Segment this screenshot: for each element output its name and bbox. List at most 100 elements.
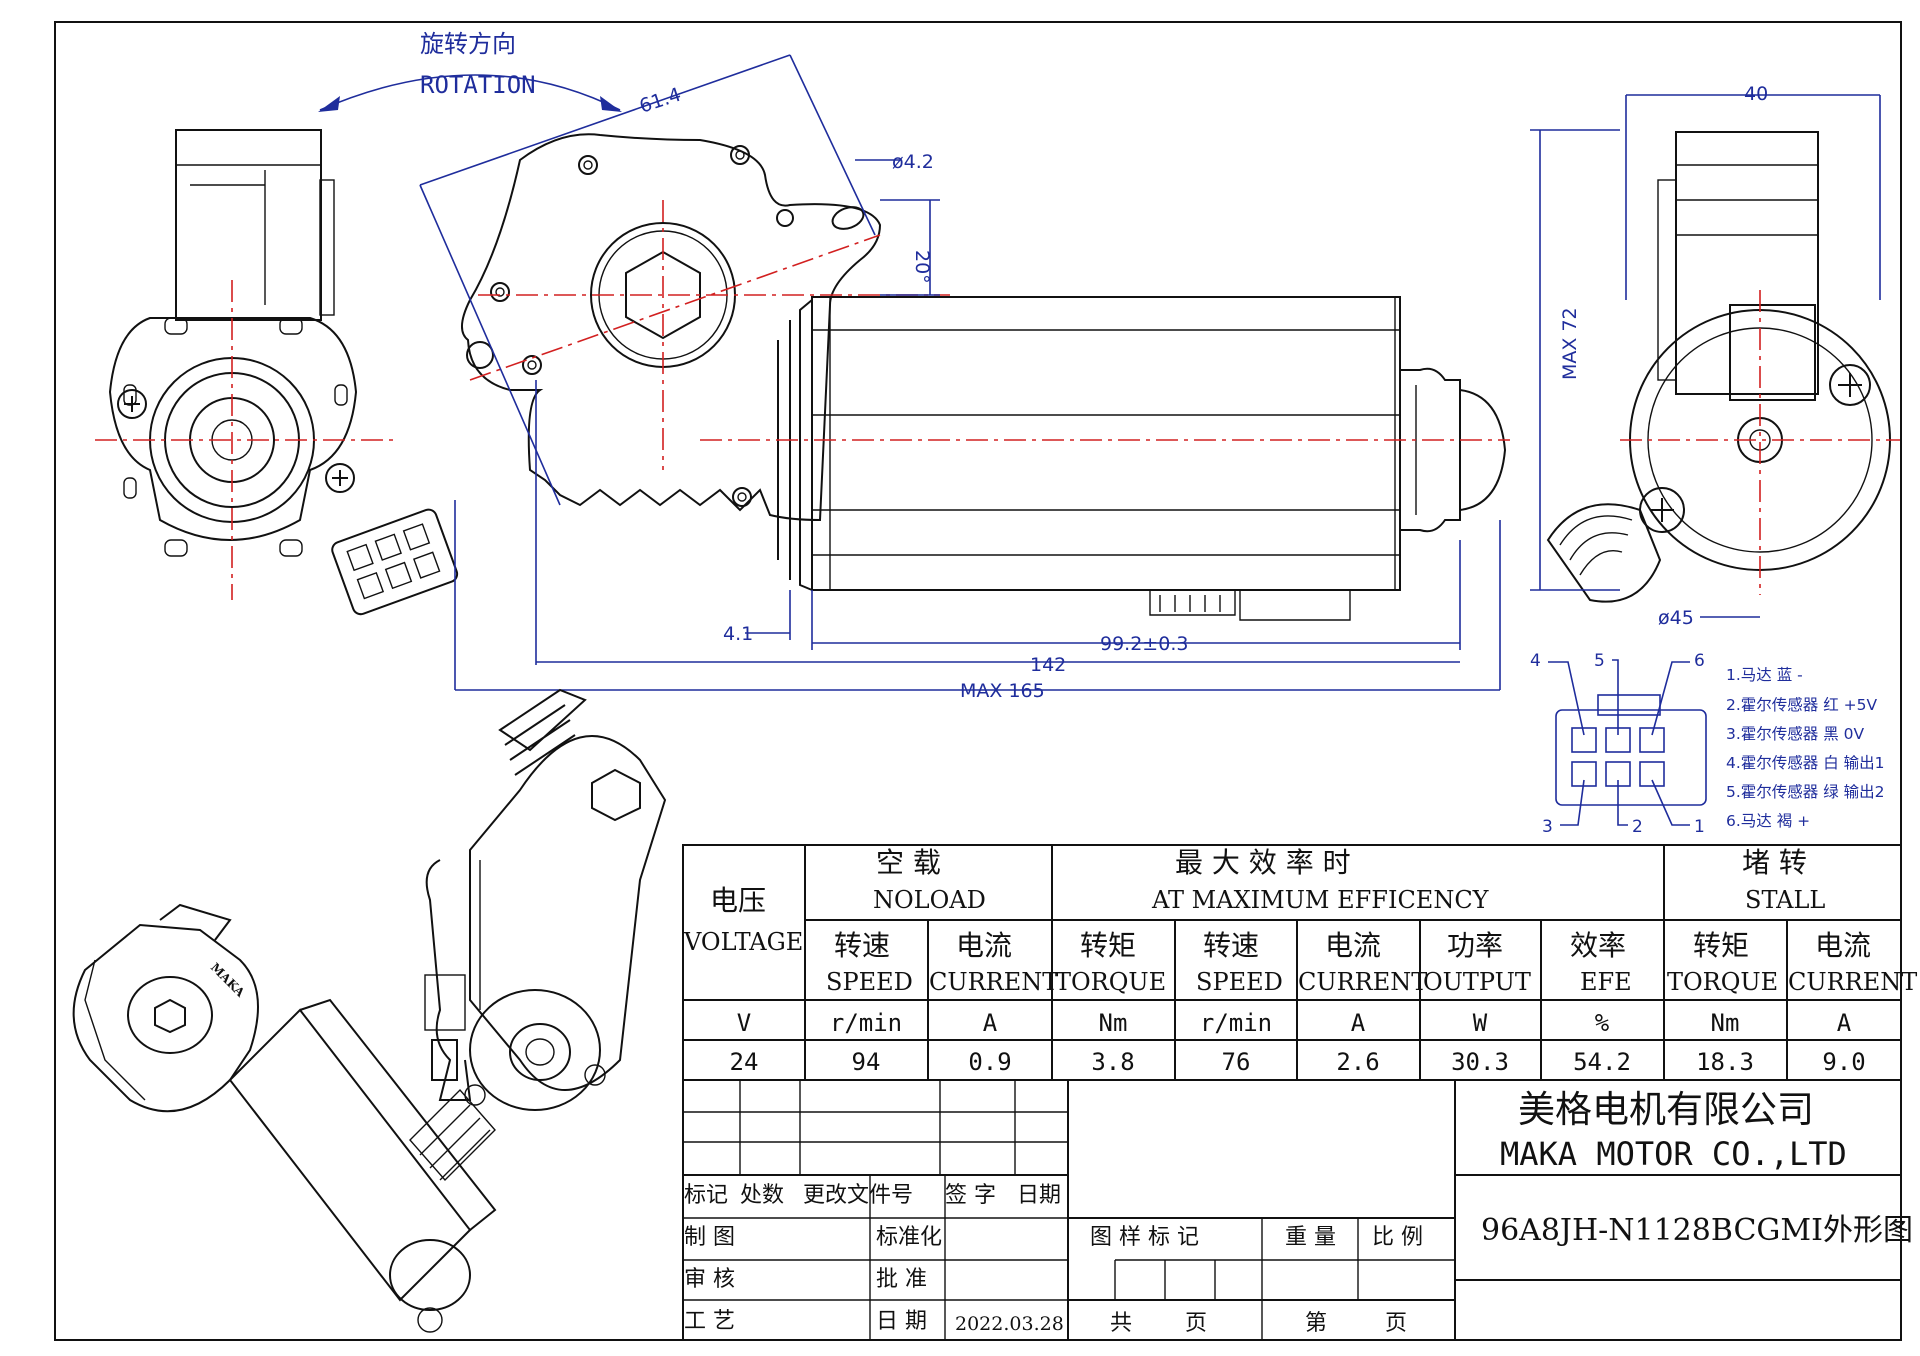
col-6-en: OUTPUT xyxy=(1423,968,1531,996)
col-1-en: SPEED xyxy=(826,968,913,996)
col-2-en: CURRENT xyxy=(929,968,1058,996)
col-5-cn: 电流 xyxy=(1325,929,1381,962)
company-name-cn: 美格电机有限公司 xyxy=(1518,1088,1814,1131)
legend-line-3: 3.霍尔传感器 黑 0V xyxy=(1726,725,1865,743)
col-1-cn: 转速 xyxy=(834,929,890,962)
label-standard: 标准化 xyxy=(876,1225,942,1250)
col-8-cn: 转矩 xyxy=(1693,929,1749,962)
dim-phi4-2: ø4.2 xyxy=(892,151,934,173)
screw-icon xyxy=(1829,364,1871,406)
unit-9: A xyxy=(1837,1009,1852,1037)
connector-pinout: 4 5 6 3 2 1 1.马达 蓝 - 2.霍尔传感器 红 +5V 3.霍尔传… xyxy=(1530,651,1885,837)
noload-cn: 空 载 xyxy=(876,846,941,879)
label-sheet-page: 页 xyxy=(1385,1311,1407,1336)
unit-5: A xyxy=(1351,1009,1366,1037)
left-end-view xyxy=(95,129,459,616)
dim-phi45: ø45 xyxy=(1658,607,1694,629)
dim-4-1: 4.1 xyxy=(723,623,753,645)
label-approve: 批 准 xyxy=(876,1267,927,1292)
label-sheet-no: 第 xyxy=(1305,1311,1327,1336)
col-7-cn: 效率 xyxy=(1570,929,1626,962)
rev-header-sign: 签 字 xyxy=(945,1183,996,1208)
col-8-en: TORQUE xyxy=(1667,968,1778,996)
pin-4: 4 xyxy=(1530,651,1541,671)
unit-3: Nm xyxy=(1099,1009,1128,1037)
pin-3: 3 xyxy=(1542,817,1553,837)
label-date: 日 期 xyxy=(876,1309,927,1334)
company-name-en: MAKA MOTOR CO.,LTD xyxy=(1500,1135,1847,1173)
label-scale: 比 例 xyxy=(1372,1225,1423,1250)
part-number: 96A8JH-N1128BCGMI外形图 xyxy=(1481,1213,1913,1248)
voltage-en: VOLTAGE xyxy=(683,928,803,956)
col-5-en: CURRENT xyxy=(1298,968,1427,996)
col-2-cn: 电流 xyxy=(956,929,1012,962)
rotation-label-en: ROTATION xyxy=(420,71,536,99)
pin-6: 6 xyxy=(1694,651,1705,671)
value-4: 76 xyxy=(1222,1048,1251,1076)
value-0: 24 xyxy=(730,1048,759,1076)
rev-header-date: 日期 xyxy=(1017,1183,1061,1208)
col-4-cn: 转速 xyxy=(1203,929,1259,962)
right-end-view: 40 MAX 72 ø45 xyxy=(1530,83,1900,629)
legend-line-2: 2.霍尔传感器 红 +5V xyxy=(1726,696,1877,714)
unit-4: r/min xyxy=(1200,1009,1272,1037)
col-3-en: TORQUE xyxy=(1055,968,1166,996)
value-5: 2.6 xyxy=(1336,1048,1379,1076)
dim-angle-20: 20° xyxy=(911,250,933,284)
spec-table: 电压 VOLTAGE 空 载 NOLOAD 最 大 效 率 时 AT MAXIM… xyxy=(682,844,1917,1081)
label-process: 工 艺 xyxy=(684,1309,735,1334)
label-draw: 制 图 xyxy=(684,1225,735,1250)
maxeff-cn: 最 大 效 率 时 xyxy=(1175,846,1351,879)
unit-1: r/min xyxy=(830,1009,902,1037)
dim-40: 40 xyxy=(1744,83,1768,105)
legend-line-5: 5.霍尔传感器 绿 输出2 xyxy=(1726,783,1885,801)
value-6: 30.3 xyxy=(1451,1048,1509,1076)
legend-line-1: 1.马达 蓝 - xyxy=(1726,666,1803,684)
rotation-indicator: 旋转方向 ROTATION xyxy=(318,30,622,112)
label-total: 共 xyxy=(1110,1311,1132,1336)
dim-99-2: 99.2±0.3 xyxy=(1100,633,1188,655)
pin-2: 2 xyxy=(1632,817,1643,837)
maxeff-en: AT MAXIMUM EFFICENCY xyxy=(1151,886,1490,914)
value-8: 18.3 xyxy=(1696,1048,1754,1076)
value-1: 94 xyxy=(852,1048,881,1076)
col-9-cn: 电流 xyxy=(1815,929,1871,962)
col-7-en: EFE xyxy=(1580,968,1632,996)
brand-mark: MAKA xyxy=(208,960,248,1000)
screw-icon xyxy=(325,463,355,493)
unit-2: A xyxy=(983,1009,998,1037)
unit-0: V xyxy=(737,1009,751,1037)
label-weight: 重 量 xyxy=(1285,1225,1336,1250)
col-6-cn: 功率 xyxy=(1447,929,1503,962)
label-page: 页 xyxy=(1185,1311,1207,1336)
pin-5: 5 xyxy=(1594,651,1605,671)
dim-61-4: 61.4 xyxy=(637,84,684,118)
unit-6: W xyxy=(1473,1009,1488,1037)
col-9-en: CURRENT xyxy=(1788,968,1917,996)
dim-142: 142 xyxy=(1030,654,1066,676)
voltage-cn: 电压 xyxy=(710,884,766,917)
dim-max165: MAX 165 xyxy=(960,680,1045,702)
title-block: 标记 处数 更改文件号 签 字 日期 制 图 审 核 工 艺 标准化 批 准 日… xyxy=(682,1079,1913,1341)
drawing-date: 2022.03.28 xyxy=(955,1313,1064,1335)
stall-en: STALL xyxy=(1745,886,1825,914)
label-sample-mark: 图 样 标 记 xyxy=(1090,1225,1199,1250)
col-4-en: SPEED xyxy=(1196,968,1283,996)
unit-8: Nm xyxy=(1711,1009,1740,1037)
col-3-cn: 转矩 xyxy=(1080,929,1136,962)
value-2: 0.9 xyxy=(968,1048,1011,1076)
legend-line-4: 4.霍尔传感器 白 输出1 xyxy=(1726,754,1885,772)
dim-max72: MAX 72 xyxy=(1559,307,1581,380)
pin-1: 1 xyxy=(1694,817,1705,837)
rotation-label-cn: 旋转方向 xyxy=(420,30,516,58)
noload-en: NOLOAD xyxy=(873,886,986,914)
legend-line-6: 6.马达 褐 + xyxy=(1726,812,1810,830)
isometric-render-back xyxy=(424,688,667,1111)
screw-icon xyxy=(117,389,147,419)
stall-cn: 堵 转 xyxy=(1742,846,1807,879)
rev-header-doc: 更改文件号 xyxy=(803,1183,913,1208)
unit-7: % xyxy=(1595,1009,1610,1037)
value-9: 9.0 xyxy=(1822,1048,1865,1076)
value-7: 54.2 xyxy=(1573,1048,1631,1076)
